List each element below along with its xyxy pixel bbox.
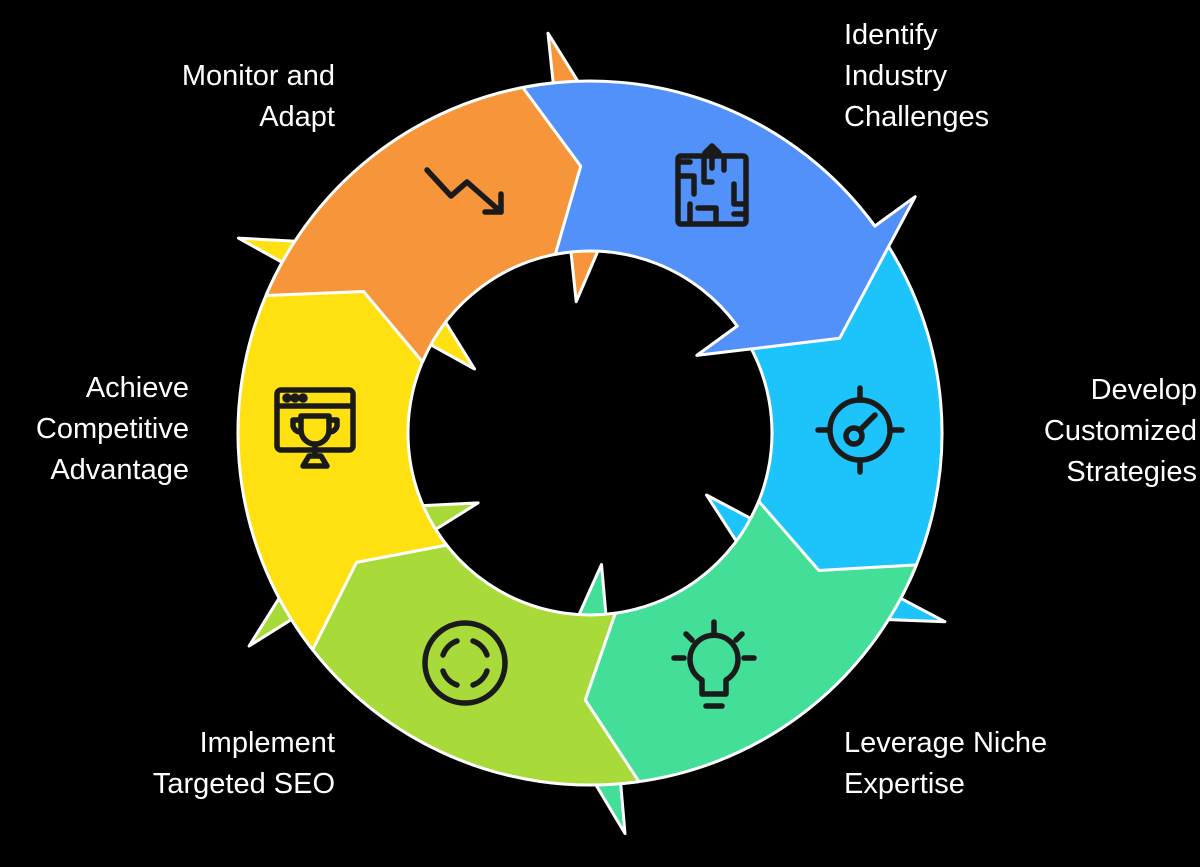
focus-circle-icon <box>422 620 508 706</box>
maze-icon <box>675 143 749 227</box>
label-line: Identify <box>844 19 938 51</box>
label-line: Challenges <box>844 101 990 133</box>
label-line: Leverage Niche <box>844 727 1048 759</box>
label-line: Develop <box>1090 374 1197 406</box>
label-monitor: Monitor and Adapt <box>182 56 335 138</box>
label-achieve: Achieve Competitive Advantage <box>36 368 189 491</box>
label-identify: Identify Industry Challenges <box>844 15 989 138</box>
label-line: Industry <box>844 60 948 92</box>
label-line: Implement <box>199 727 335 759</box>
label-implement: Implement Targeted SEO <box>153 723 335 805</box>
label-leverage: Leverage Niche Expertise <box>844 723 1047 805</box>
trend-down-icon <box>424 167 504 215</box>
label-line: Advantage <box>50 454 189 486</box>
label-line: Targeted SEO <box>152 768 335 800</box>
segment-identify <box>521 79 917 357</box>
trophy-browser-icon <box>274 387 356 469</box>
label-line: Customized <box>1043 415 1197 447</box>
label-line: Expertise <box>844 768 965 800</box>
label-line: Strategies <box>1066 456 1197 488</box>
cycle-segments <box>236 31 947 835</box>
lightbulb-icon <box>671 619 757 709</box>
label-line: Monitor and <box>181 60 335 92</box>
label-line: Achieve <box>85 372 189 404</box>
label-line: Adapt <box>259 101 335 133</box>
target-gauge-icon <box>815 385 905 475</box>
label-line: Competitive <box>35 413 189 445</box>
label-develop: Develop Customized Strategies <box>1044 370 1197 493</box>
